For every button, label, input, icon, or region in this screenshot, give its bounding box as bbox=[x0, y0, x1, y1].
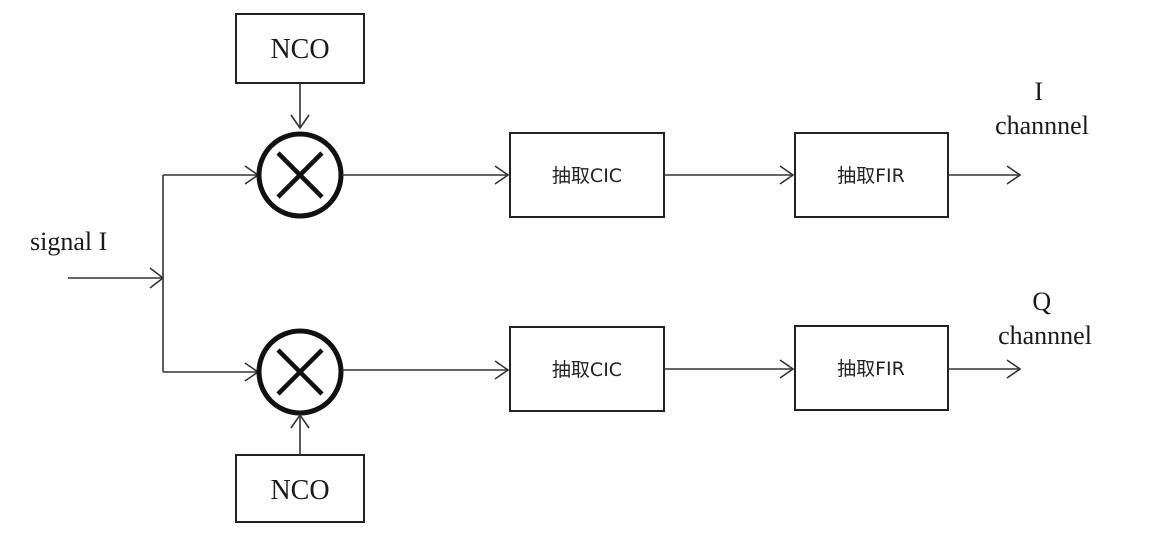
mixer-to-cic-arrowhead-top bbox=[494, 165, 510, 185]
nco-to-mixer-arrowhead-bottom bbox=[290, 413, 310, 429]
nco-box-bottom bbox=[235, 454, 365, 523]
output-channel-line1-top: I bbox=[1034, 77, 1043, 106]
top-branch: NCO 抽取CIC 抽取FIR I channnel bbox=[163, 13, 1089, 219]
output-channel-label-bottom: Q channnel bbox=[998, 287, 1092, 350]
fir-label-bottom: 抽取FIR bbox=[837, 358, 905, 380]
fir-box-top bbox=[794, 132, 949, 218]
output-channel-label-top: I channnel bbox=[995, 77, 1089, 140]
fir-box-bottom bbox=[794, 325, 949, 411]
nco-box-top bbox=[235, 13, 365, 84]
nco-label-bottom: NCO bbox=[270, 475, 329, 506]
cic-to-fir-arrowhead-top bbox=[779, 165, 795, 185]
mixer-to-cic-arrowhead-bottom bbox=[494, 360, 510, 380]
mixer-icon-bottom bbox=[256, 328, 344, 416]
cic-to-fir-arrowhead-bottom bbox=[779, 359, 795, 379]
mixer-icon-top bbox=[256, 131, 344, 219]
cic-box-bottom bbox=[509, 326, 665, 412]
output-channel-line1-bottom: Q bbox=[1032, 287, 1051, 316]
cic-label-top: 抽取CIC bbox=[552, 165, 622, 187]
output-arrowhead-bottom bbox=[1006, 359, 1022, 379]
bottom-branch: NCO 抽取CIC 抽取FIR Q channnel bbox=[163, 287, 1092, 523]
fir-label-top: 抽取FIR bbox=[837, 165, 905, 187]
nco-to-mixer-arrowhead-top bbox=[290, 114, 310, 130]
cic-label-bottom: 抽取CIC bbox=[552, 359, 622, 381]
nco-label-top: NCO bbox=[270, 34, 329, 65]
output-arrowhead-top bbox=[1006, 165, 1022, 185]
output-channel-line2-bottom: channnel bbox=[998, 321, 1092, 350]
output-channel-line2-top: channnel bbox=[995, 111, 1089, 140]
input-label: signal I bbox=[30, 227, 107, 256]
